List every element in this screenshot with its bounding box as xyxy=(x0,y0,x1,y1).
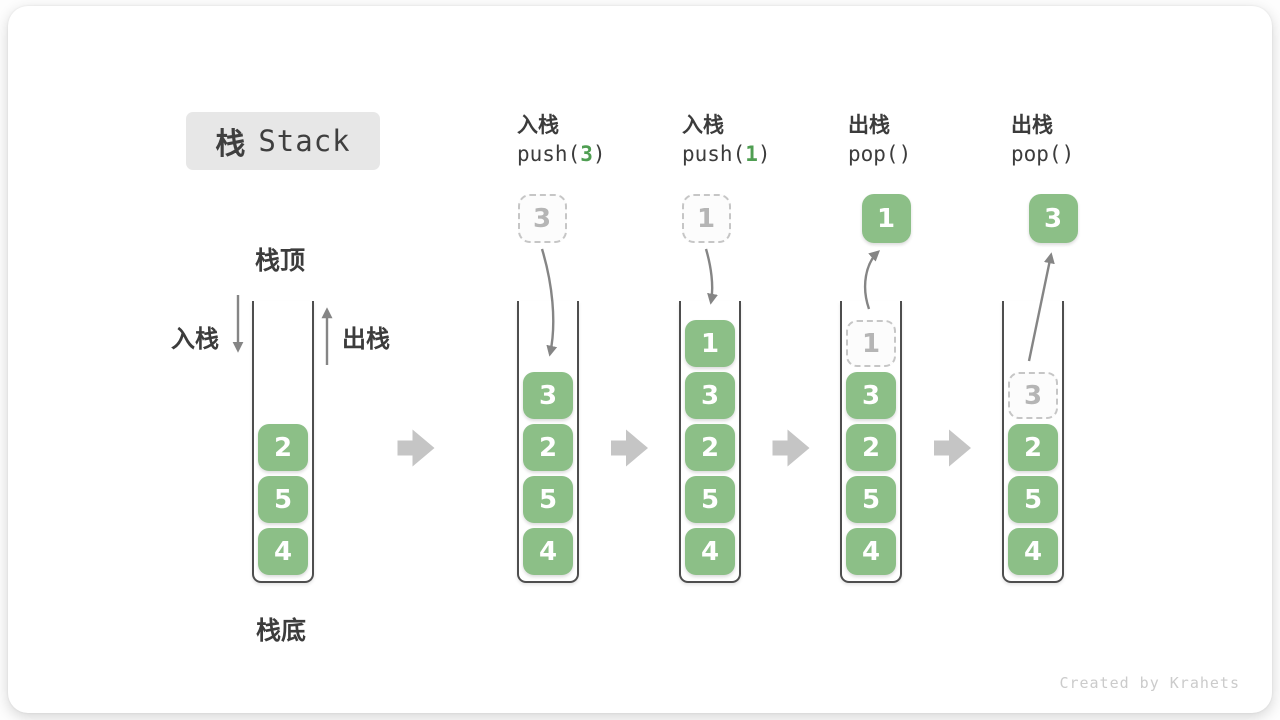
stack-cell: 5 xyxy=(846,476,896,523)
stack-cell: 2 xyxy=(1008,424,1058,471)
stack-cell: 4 xyxy=(685,528,735,575)
op-label-zh: 出栈 xyxy=(848,114,890,137)
op-label-zh: 入栈 xyxy=(682,114,724,137)
label-push-side: 入栈 xyxy=(171,326,219,353)
op-label-code: push(1) xyxy=(682,142,771,166)
stack-cell: 5 xyxy=(258,476,308,523)
label-stack-top: 栈顶 xyxy=(255,247,306,275)
stack-container xyxy=(252,301,314,583)
op-code-pre: pop( xyxy=(848,142,899,166)
stack-cell: 4 xyxy=(258,528,308,575)
popped-value-box: 3 xyxy=(1028,194,1078,243)
stack-cell: 4 xyxy=(1008,528,1058,575)
stack-cell: 1 xyxy=(685,320,735,367)
op-label-code: push(3) xyxy=(517,142,606,166)
incoming-value-box: 3 xyxy=(517,194,567,243)
stack-cell-ghost: 3 xyxy=(1008,372,1058,419)
stack-cell: 3 xyxy=(846,372,896,419)
stack-cell: 3 xyxy=(685,372,735,419)
op-code-pre: push( xyxy=(682,142,746,166)
stack-cell: 2 xyxy=(258,424,308,471)
op-code-post: ) xyxy=(757,142,771,166)
stack-cell: 5 xyxy=(523,476,573,523)
op-code-post: ) xyxy=(1061,142,1075,166)
stack-cell: 2 xyxy=(846,424,896,471)
title-en: Stack xyxy=(258,124,351,158)
stack-cell: 5 xyxy=(685,476,735,523)
stack-container xyxy=(679,301,741,583)
op-label-zh: 入栈 xyxy=(517,114,559,137)
op-code-pre: push( xyxy=(517,142,581,166)
stack-container xyxy=(1002,301,1064,583)
stack-cell-ghost: 1 xyxy=(846,320,896,367)
stack-cell: 4 xyxy=(846,528,896,575)
op-label-code: pop() xyxy=(848,142,911,166)
watermark: Created by Krahets xyxy=(1059,674,1240,692)
title-zh: 栈 xyxy=(215,128,246,161)
stack-cell: 3 xyxy=(523,372,573,419)
op-code-arg: 3 xyxy=(580,142,593,166)
stack-container xyxy=(517,301,579,583)
label-stack-bottom: 栈底 xyxy=(256,617,307,645)
popped-value-box: 1 xyxy=(861,194,911,243)
op-code-arg: 1 xyxy=(745,142,758,166)
label-pop-side: 出栈 xyxy=(342,326,390,353)
title-badge: 栈 Stack xyxy=(186,112,380,170)
op-code-post: ) xyxy=(592,142,606,166)
op-label-code: pop() xyxy=(1011,142,1074,166)
stack-cell: 4 xyxy=(523,528,573,575)
op-code-post: ) xyxy=(898,142,912,166)
stack-cell: 2 xyxy=(523,424,573,471)
stack-cell: 2 xyxy=(685,424,735,471)
stack-container xyxy=(840,301,902,583)
op-code-pre: pop( xyxy=(1011,142,1062,166)
stack-cell: 5 xyxy=(1008,476,1058,523)
op-label-zh: 出栈 xyxy=(1011,114,1053,137)
incoming-value-box: 1 xyxy=(681,194,731,243)
